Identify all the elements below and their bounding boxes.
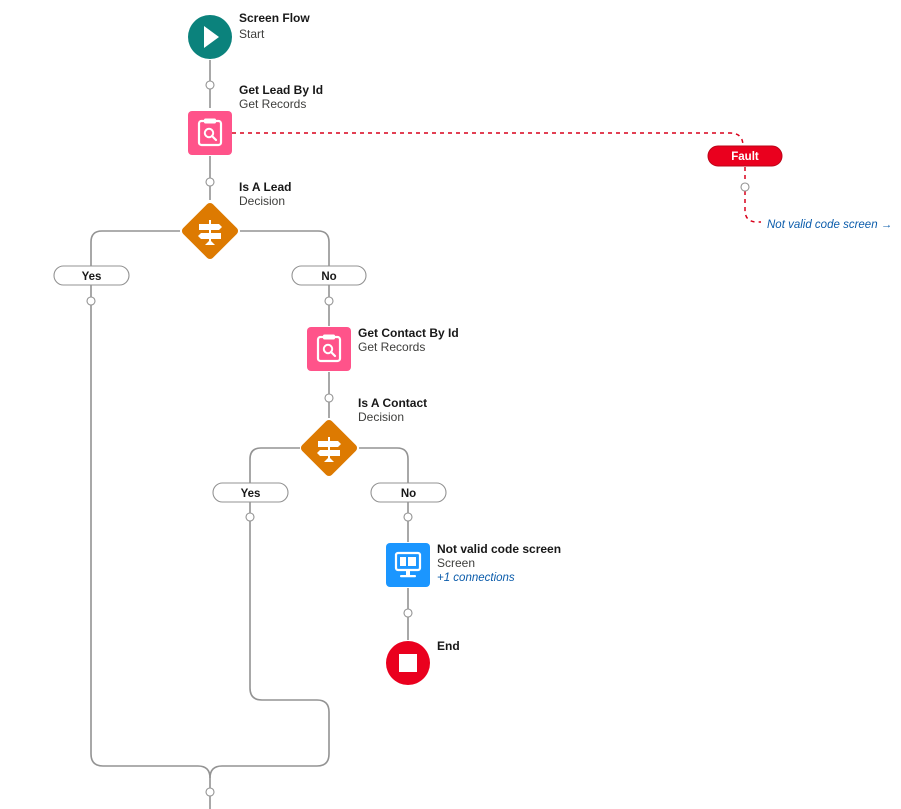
connector-iscontact-yes[interactable] (249, 447, 300, 483)
connector-islead-yes[interactable] (90, 230, 180, 266)
is-contact-title: Is A Contact (358, 396, 427, 410)
screen-connections-link[interactable]: +1 connections (437, 572, 515, 584)
get-lead-title: Get Lead By Id (239, 83, 323, 97)
add-element-dot[interactable] (324, 393, 334, 403)
outcome-label: No (321, 271, 336, 283)
outcome-yes-lead[interactable]: Yes (53, 265, 130, 286)
connector-iscontact-no[interactable] (359, 447, 409, 483)
fault-pill[interactable]: Fault (707, 145, 783, 167)
stop-icon (399, 654, 417, 672)
start-node-title: Screen Flow (239, 11, 310, 25)
screen-title: Not valid code screen (437, 542, 561, 556)
fault-goto-connector[interactable] (744, 167, 761, 223)
add-element-dot[interactable] (86, 296, 96, 306)
fault-label: Fault (731, 151, 759, 163)
connector-islead-no[interactable] (240, 230, 330, 266)
add-element-dot[interactable] (205, 177, 215, 187)
add-element-dot[interactable] (245, 512, 255, 522)
get-lead-node[interactable]: Get Lead By Id Get Records (188, 83, 323, 155)
outcome-yes-contact[interactable]: Yes (212, 482, 289, 503)
is-contact-subtitle: Decision (358, 410, 404, 424)
monitor-icon (394, 551, 422, 578)
signpost-icon (198, 220, 222, 245)
get-contact-node[interactable]: Get Contact By Id Get Records (307, 326, 459, 371)
connector-lead-yes-merge[interactable] (90, 285, 211, 809)
start-node-subtitle: Start (239, 27, 265, 41)
fault-connector[interactable] (232, 132, 744, 147)
add-element-dot[interactable] (205, 787, 215, 797)
get-contact-title: Get Contact By Id (358, 326, 459, 340)
fault-goto-link[interactable]: Not valid code screen → (767, 219, 892, 231)
outcome-no-lead[interactable]: No (291, 265, 367, 286)
is-lead-subtitle: Decision (239, 194, 285, 208)
clipboard-search-icon (197, 118, 223, 147)
get-records-node-box[interactable] (307, 327, 351, 371)
connector-contact-yes-merge[interactable] (209, 502, 330, 779)
screen-subtitle: Screen (437, 556, 475, 570)
outcome-no-contact[interactable]: No (370, 482, 447, 503)
is-contact-decision-node[interactable]: Is A Contact Decision (299, 396, 427, 478)
outcome-label: No (401, 488, 416, 500)
play-icon (204, 26, 219, 48)
clipboard-search-icon (316, 334, 342, 363)
add-element-dot[interactable] (324, 296, 334, 306)
outcome-label: Yes (241, 488, 261, 500)
outcome-label: Yes (82, 271, 102, 283)
connectors (90, 60, 761, 809)
get-contact-subtitle: Get Records (358, 340, 425, 354)
add-element-dot[interactable] (403, 608, 413, 618)
signpost-icon (317, 437, 341, 462)
add-element-dot[interactable] (403, 512, 413, 522)
get-lead-subtitle: Get Records (239, 97, 306, 111)
connector-dots (86, 80, 750, 797)
add-element-dot[interactable] (205, 80, 215, 90)
is-lead-title: Is A Lead (239, 180, 291, 194)
end-node[interactable]: End (386, 639, 460, 685)
start-node[interactable]: Screen Flow Start (188, 11, 310, 59)
screen-node[interactable]: Not valid code screen Screen +1 connecti… (386, 542, 561, 587)
add-element-dot[interactable] (740, 182, 750, 192)
get-records-node-box[interactable] (188, 111, 232, 155)
is-lead-decision-node[interactable]: Is A Lead Decision (180, 180, 291, 261)
end-title: End (437, 639, 460, 653)
